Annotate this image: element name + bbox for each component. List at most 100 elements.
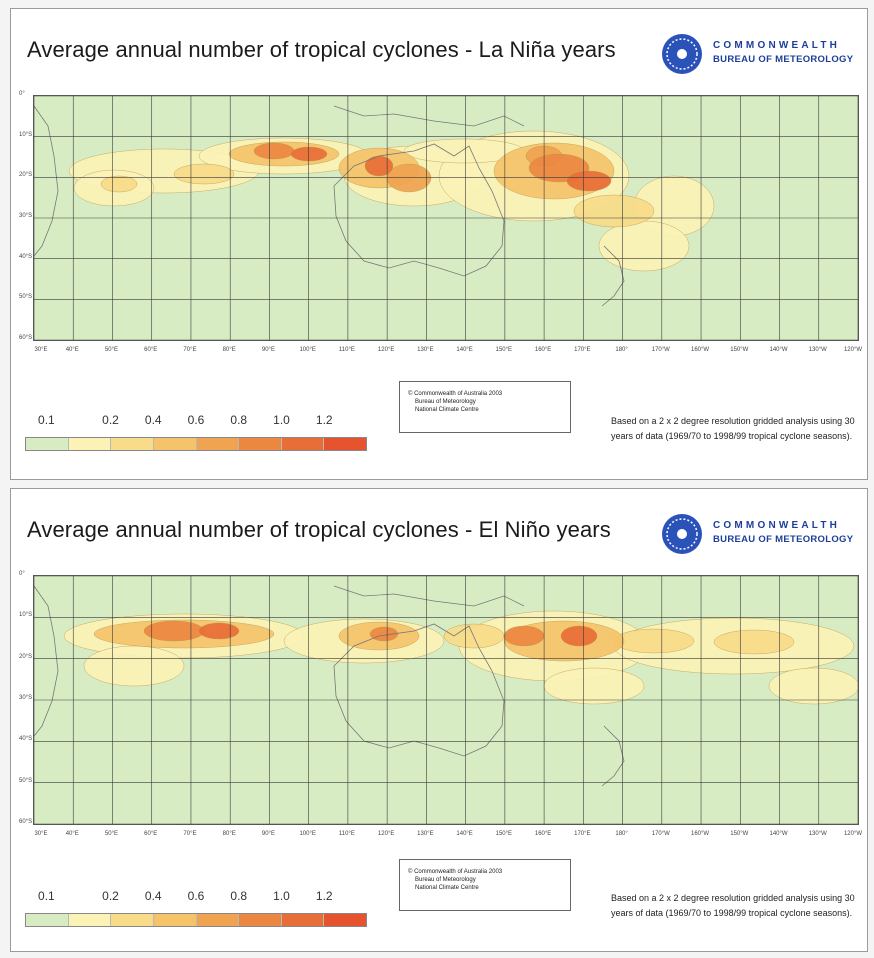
copyright-box: © Commonwealth of Australia 2003 Bureau … [399,381,571,433]
density-contour [503,625,545,647]
legend-label: 0.4 [144,889,162,903]
density-contour [713,629,795,655]
longitude-label: 120°W [843,347,863,353]
density-contour [613,628,695,654]
longitude-label: 100°E [299,347,316,353]
legend-swatch [26,438,69,450]
longitude-label: 130°E [417,347,434,353]
legend-swatch [196,914,240,926]
indonesia-coastline [333,585,525,607]
copyright-line2: Bureau of Meteorology [415,877,476,883]
latitude-label: 30°S [19,213,33,219]
longitude-label: 90°E [261,831,275,837]
copyright-line1: © Commonwealth of Australia 2003 [408,869,503,875]
longitude-label: 180° [615,347,628,353]
legend-label: 0.8 [230,889,248,903]
el-nino-map [33,575,859,825]
longitude-label: 170°E [574,831,591,837]
legend-label: 0.2 [102,889,119,903]
density-field [63,610,858,705]
bom-logo: COMMONWEALTH BUREAU OF METEOROLOGY [659,511,859,563]
density-contour [198,622,240,640]
copyright-line2: Bureau of Meteorology [415,399,476,405]
longitude-label: 130°W [808,347,827,353]
latitude-label: 50°S [19,777,33,784]
legend-label: 0.2 [102,413,119,427]
longitude-label: 50°E [104,347,119,353]
legend-label: 1.0 [273,889,290,903]
longitude-label: 110°E [338,347,355,353]
density-contour [443,623,505,649]
legend-swatch [324,438,366,450]
cyclone-density-svg [34,576,858,824]
density-contour [386,163,432,193]
legend-swatch [239,914,282,926]
bom-emblem-icon [662,34,702,74]
longitude-label: 100°E [299,831,316,837]
africa-coastline [34,105,59,257]
longitude-label: 90°E [261,347,275,353]
legend-color-bar [25,437,367,451]
longitude-label: 110°E [338,831,355,837]
longitude-label: 150°W [730,831,749,837]
longitude-label: 170°W [651,347,670,353]
latitude-label: 40°S [19,253,33,260]
longitude-label: 120°W [843,831,863,837]
legend-label: 0.1 [38,413,55,427]
longitude-label: 170°E [574,347,591,353]
logo-line2: BUREAU OF METEOROLOGY [713,54,854,65]
la-nina-panel: Average annual number of tropical cyclon… [10,8,868,480]
longitude-label: 30°E [34,347,48,353]
el-nino-panel: Average annual number of tropical cyclon… [10,488,868,952]
latitude-label: 10°S [19,612,33,619]
longitude-label: 130°E [417,831,434,837]
latitude-label: 20°S [19,653,33,660]
density-contour [83,645,185,687]
legend-swatch [196,438,240,450]
new-zealand-coastline [601,725,625,787]
density-contour [364,155,394,177]
longitude-label: 160°E [534,831,552,837]
copyright-line3: National Climate Centre [415,407,479,413]
longitude-label: 30°E [34,831,48,837]
density-contour [560,625,598,647]
longitude-label: 140°E [456,347,473,353]
australia-coastline [333,143,505,277]
copyright-line1: © Commonwealth of Australia 2003 [408,391,503,397]
legend-swatch [153,914,197,926]
latitude-label: 30°S [19,695,33,701]
longitude-label: 150°E [495,347,513,353]
legend-label: 0.6 [187,413,205,427]
legend-swatch [26,914,69,926]
longitude-label: 120°E [377,831,395,837]
indonesia-coastline [333,105,525,127]
longitude-label: 160°W [691,347,710,353]
legend-swatch [68,914,112,926]
logo-line1: COMMONWEALTH [713,520,841,531]
africa-coastline [34,585,59,737]
method-note: Based on a 2 x 2 degree resolution gridd… [611,893,855,918]
el-nino-title: Average annual number of tropical cyclon… [27,517,611,542]
legend-swatch [281,438,325,450]
latitude-label: 60°S [19,335,33,341]
density-contour [369,626,399,642]
legend-label: 1.2 [315,889,333,903]
legend-color-bar [25,913,367,927]
longitude-label: 160°E [534,347,552,353]
density-contour [290,146,328,162]
legend-swatch [111,914,154,926]
legend-label: 0.1 [38,889,55,903]
longitude-label: 170°W [651,831,670,837]
longitude-label: 160°W [691,831,710,837]
legend-swatch [324,914,366,926]
density-contour [253,142,295,160]
bom-emblem-icon [662,514,702,554]
density-contour [598,220,690,272]
density-contour [173,163,235,185]
longitude-label: 140°W [769,831,788,837]
latitude-label: 0° [19,91,25,97]
density-contour [100,175,138,193]
